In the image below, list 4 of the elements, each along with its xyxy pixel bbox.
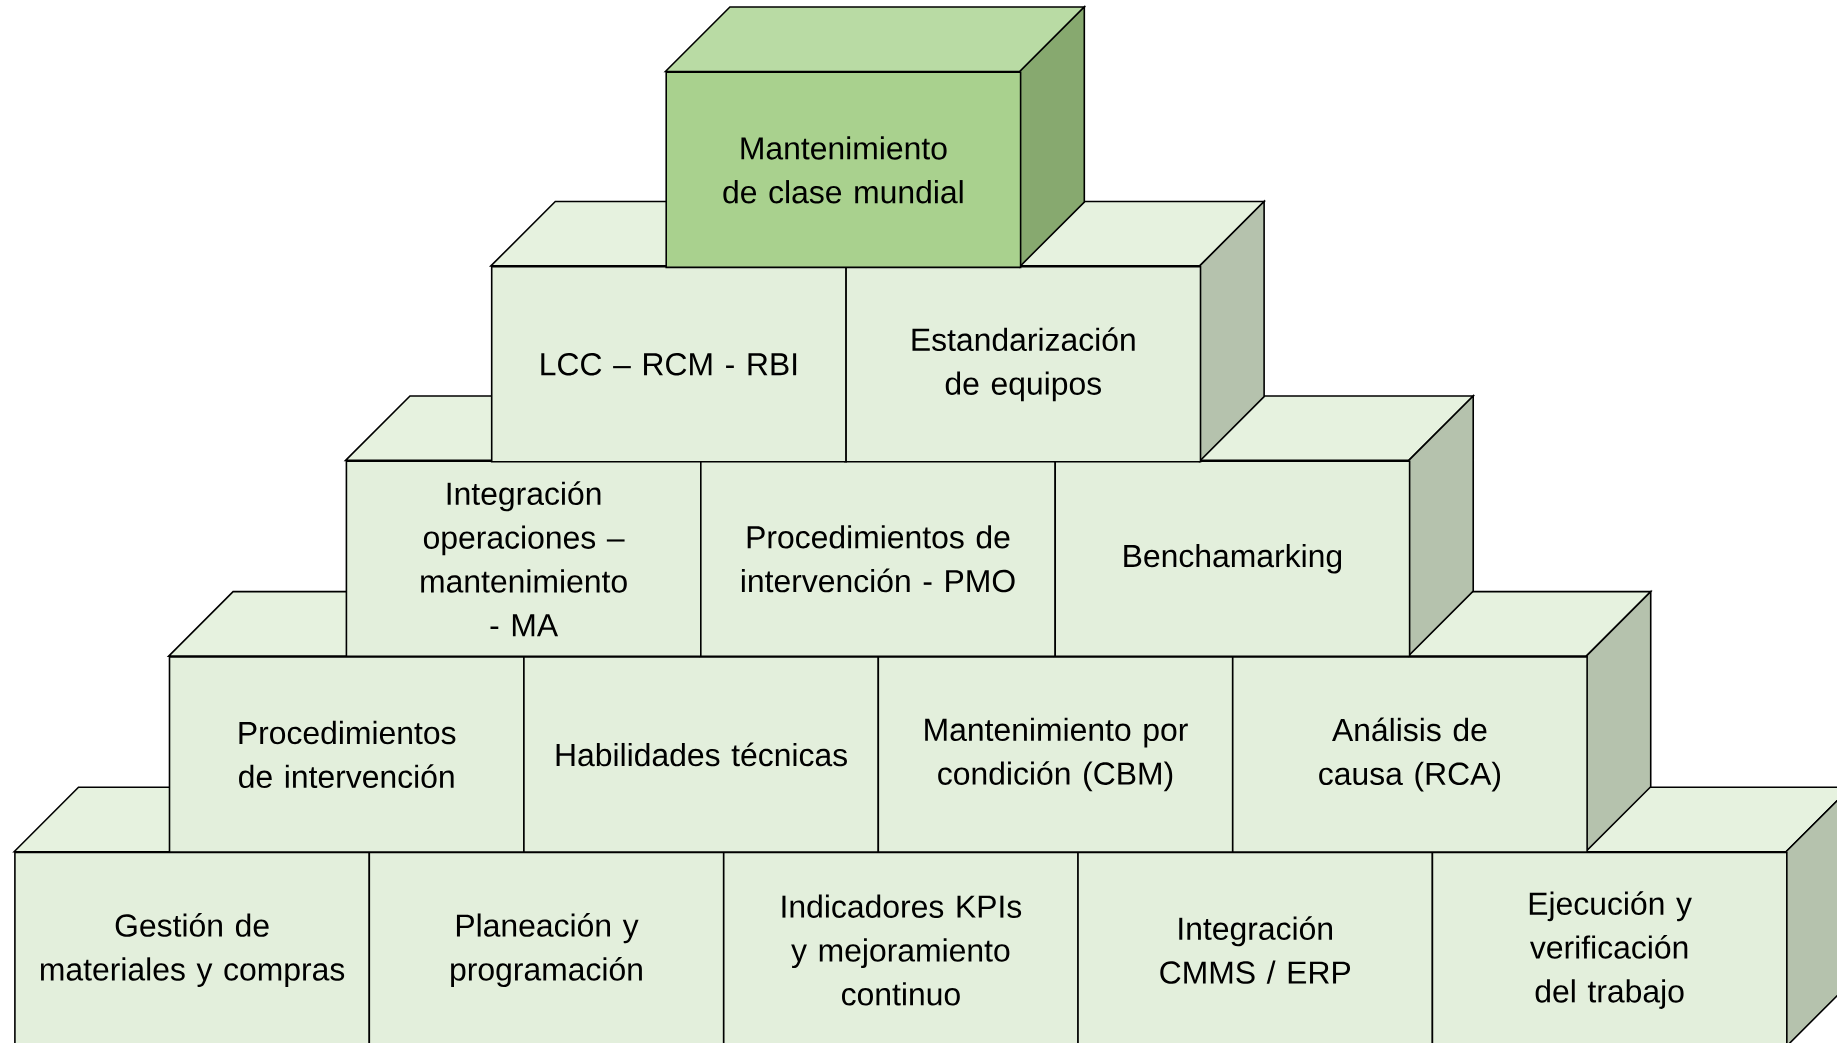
node-label: Indicadores KPIs y mejoramiento continuo (782, 894, 1022, 1006)
node-label: Integración CMMS / ERP (1160, 916, 1351, 984)
node-label: Planeación y programación (451, 913, 642, 988)
node-label: Gestión de materiales y compras (40, 913, 345, 988)
